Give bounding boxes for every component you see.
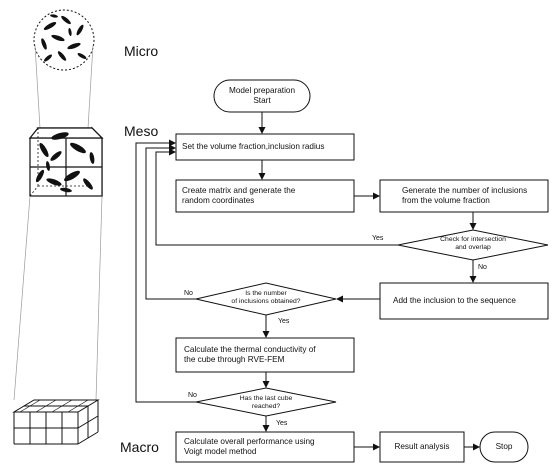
start-text: Model preparation Start — [229, 86, 295, 105]
add-inclusion-box — [379, 282, 549, 320]
last-yes-label: Yes — [276, 420, 288, 427]
generate-number-box — [379, 179, 549, 213]
result-analysis-text: Result analysis — [394, 442, 450, 451]
overall-performance-box — [175, 431, 355, 463]
result-analysis-box — [379, 431, 465, 463]
stop-terminal — [479, 431, 529, 463]
calc-thermal-box — [175, 337, 355, 373]
stop-text: Stop — [495, 442, 513, 451]
create-matrix-text: Create matrix and generate the random co… — [182, 186, 296, 205]
generate-number-text: Generate the number of inclusions from t… — [402, 186, 528, 205]
check-intersection-text: Check for intersection and overlap — [440, 236, 506, 251]
edge-last-no-loop — [135, 139, 196, 403]
edge-check-yes-loop — [155, 148, 398, 246]
meso-label: Meso — [124, 123, 159, 139]
macro-grid-illustration — [12, 399, 100, 445]
set-volume-box — [175, 133, 355, 161]
overall-text: Calculate overall performance using Voig… — [184, 437, 315, 456]
obtained-no-label: No — [184, 290, 193, 297]
check-intersection-diamond — [397, 229, 549, 261]
micro-label: Micro — [124, 43, 159, 59]
number-obtained-text: Is the number of inclusions obtained? — [231, 290, 301, 305]
macro-label: Macro — [120, 439, 159, 455]
micro-to-meso-guides — [34, 44, 94, 129]
calc-thermal-text: Calculate the thermal conductivity of th… — [184, 345, 316, 364]
last-cube-text: Has the last cube reached? — [239, 395, 293, 410]
create-matrix-box — [175, 179, 355, 213]
meso-cube-inclusions — [35, 132, 95, 193]
edge-obtained-no-loop — [145, 144, 196, 300]
last-no-label: No — [188, 392, 197, 399]
obtained-yes-label: Yes — [278, 318, 290, 325]
meso-to-macro-guides — [13, 195, 103, 401]
check-no-label: No — [478, 264, 487, 271]
micro-circle-illustration — [33, 9, 95, 71]
set-volume-text: Set the volume fraction,inclusion radius — [182, 142, 325, 151]
check-yes-label: Yes — [372, 235, 384, 242]
add-inclusion-text: Add the inclusion to the sequence — [393, 296, 516, 305]
last-cube-diamond — [195, 387, 337, 417]
